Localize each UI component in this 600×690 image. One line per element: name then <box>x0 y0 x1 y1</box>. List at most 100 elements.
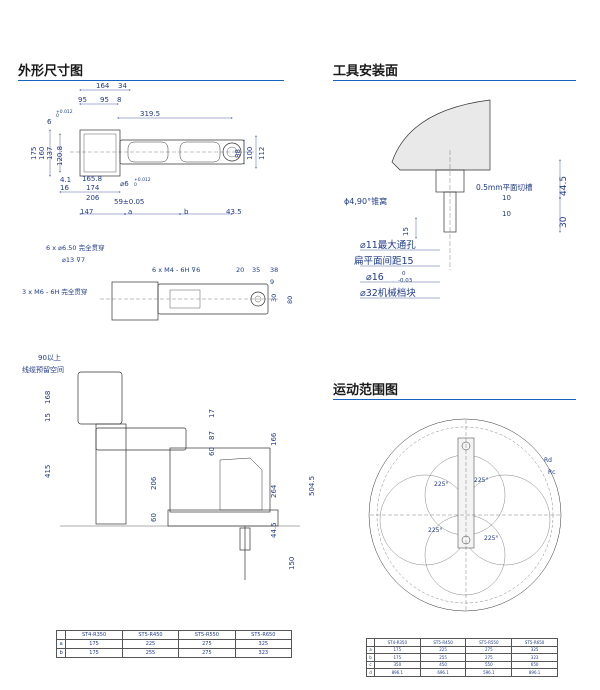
table-header-row: ST4-R350 ST5-R450 ST5-R550 ST5-R650 <box>55 630 293 640</box>
table-cell: 275 <box>465 653 513 662</box>
tool-mount-title-rule <box>333 80 576 81</box>
dim-4-1: 4.1 <box>60 176 71 184</box>
dim-16: 16 <box>60 184 69 192</box>
table-header-cell: ST5-R550 <box>178 630 236 640</box>
table-cell: 275 <box>178 648 236 658</box>
table-cell: 696.1 <box>419 668 467 677</box>
note-counterbore: ⌀13 ⊽7 <box>62 256 85 264</box>
top-base-block <box>79 129 121 177</box>
tool-dome <box>391 99 491 171</box>
table-cell: c <box>366 660 375 669</box>
base-view-dims: 6 x ⌀6.50 完全贯穿 ⌀13 ⊽7 3 x M6 - 6H 完全贯穿 6… <box>22 243 294 304</box>
dim-137: 137 <box>46 147 54 160</box>
table-cell: 896.1 <box>511 668 558 677</box>
table-header-cell <box>366 638 375 647</box>
chamfer-note: ϕ4,90°锥窝 <box>344 196 387 206</box>
table-cell: a <box>366 645 375 654</box>
table-row: c 350 450 550 650 <box>366 660 558 669</box>
table-row: a 175 225 275 325 <box>55 639 293 649</box>
dim-9: 9 <box>270 278 274 286</box>
table-header-cell: ST4-R350 <box>65 630 123 640</box>
table-cell: 175 <box>65 639 123 649</box>
dim-168: 168 <box>44 391 52 404</box>
hole-tol-upper: +0.012 <box>134 177 151 183</box>
dim-100: 100 <box>246 147 254 160</box>
hole-tol-lower: 0 <box>134 182 137 188</box>
table-cell: 255 <box>419 653 467 662</box>
dim-112: 112 <box>258 147 266 160</box>
table-cell: 350 <box>373 660 421 669</box>
joint-block <box>167 509 279 527</box>
dim-206: 206 <box>86 194 100 202</box>
table-header-cell: ST5-R450 <box>121 630 180 640</box>
dim-175: 175 <box>30 147 38 160</box>
table-row: b 175 255 275 323 <box>55 648 293 658</box>
table-row: a 175 225 275 325 <box>366 645 558 654</box>
tol-lower: 0 <box>56 113 59 119</box>
dim-95a: 95 <box>78 96 87 104</box>
table-cell: 275 <box>465 645 513 654</box>
table-cell: 275 <box>178 639 236 649</box>
dim-166: 166 <box>270 432 278 446</box>
motion-range-table: ST4-R350 ST5-R450 ST5-R550 ST5-R650 a 17… <box>366 638 558 677</box>
tool-mount-view <box>360 99 561 299</box>
dim-415: 415 <box>44 465 52 478</box>
table-cell: 175 <box>373 653 421 662</box>
table-header-cell: ST5-R450 <box>419 638 467 647</box>
dim-60b: 60 <box>150 513 158 522</box>
label-rd: Rd <box>544 457 552 464</box>
motion-range-view <box>368 418 562 612</box>
base-view <box>100 281 280 321</box>
dim-34: 34 <box>118 82 127 90</box>
motion-range-title-rule <box>333 399 576 400</box>
dim-15-tool: 15 <box>402 227 410 236</box>
outer-range-circle <box>368 418 562 612</box>
cable-note-2: 线缆预留空间 <box>22 365 64 374</box>
dim-b: b <box>184 208 189 216</box>
dim-164: 164 <box>96 82 110 90</box>
table-cell: 650 <box>511 660 558 669</box>
base-column <box>95 423 127 525</box>
table-cell: 175 <box>65 648 123 658</box>
dim-38: 38 <box>270 266 278 274</box>
flat-distance: 扁平面间距15 <box>354 255 414 267</box>
shaft-tol-top: 0 <box>402 271 406 277</box>
outline-title-rule <box>18 80 284 81</box>
note-m4: 6 x M4 - 6H ⊽6 <box>152 266 200 274</box>
table-row: b 175 255 275 323 <box>366 653 558 662</box>
table-cell: d <box>366 668 375 677</box>
dim-95b: 95 <box>100 96 109 104</box>
top-view-dims: 164 34 95 95 8 319.5 +0.012 0 6 175 160 … <box>30 82 266 216</box>
table-cell: a <box>55 639 67 649</box>
cable-box <box>77 371 123 425</box>
table-cell: 225 <box>121 639 180 649</box>
top-view <box>49 89 257 215</box>
dim-43-5: 43.5 <box>226 208 242 216</box>
dim-10b: 10 <box>502 210 511 218</box>
dim-20: 20 <box>236 266 244 274</box>
dim-44-5: 44.5 <box>270 522 278 538</box>
dim-44-5-tool: 44.5 <box>559 176 569 196</box>
dim-10a: 10 <box>502 194 511 202</box>
table-header-cell: ST5-R550 <box>465 638 513 647</box>
dim-504-5: 504.5 <box>308 476 316 496</box>
note-holes: 6 x ⌀6.50 完全贯穿 <box>46 243 105 252</box>
table-header-cell <box>55 630 67 640</box>
table-row: d 896.1 696.1 596.1 896.1 <box>366 668 558 677</box>
outline-title: 外形尺寸图 <box>18 64 84 79</box>
motion-range-title: 运动范围图 <box>333 383 399 398</box>
dim-a: a <box>128 208 132 216</box>
table-cell: b <box>366 653 375 662</box>
tool-mount-title: 工具安装面 <box>333 64 399 79</box>
tool-mount-dims: ϕ4,90°锥窝 0.5mm平面切槽 44.5 10 10 30 15 ⌀11最… <box>344 176 569 299</box>
flat-cut-note: 0.5mm平面切槽 <box>476 182 533 192</box>
table-cell: 450 <box>419 660 467 669</box>
block-note: ⌀32机械档块 <box>360 287 416 299</box>
dim-264: 264 <box>270 484 278 498</box>
table-header-cell: ST4-R350 <box>373 638 421 647</box>
angle-3: 225° <box>428 527 442 534</box>
dim-319-5: 319.5 <box>140 110 160 118</box>
max-hole: ⌀11最大通孔 <box>360 239 416 251</box>
side-view-dims: 90以上 线缆预留空间 168 15 415 17 87 60 206 60 1… <box>22 353 316 570</box>
dim-174: 174 <box>86 184 100 192</box>
